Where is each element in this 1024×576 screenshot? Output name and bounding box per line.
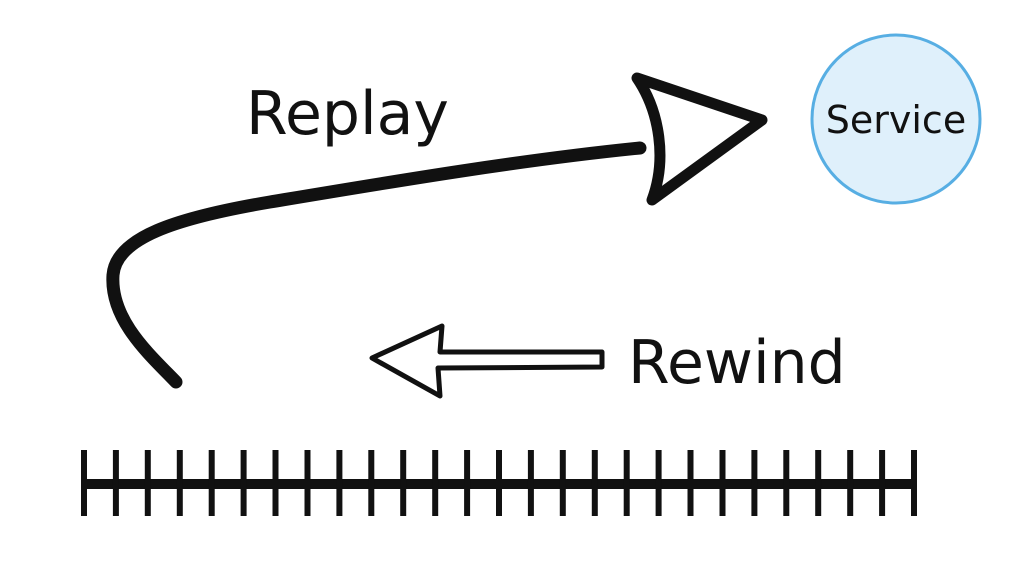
timeline [81, 450, 917, 516]
rewind-arrow [369, 323, 605, 399]
replay-label: Replay [246, 79, 449, 149]
service-label: Service [826, 98, 966, 142]
service-node [810, 33, 982, 205]
rewind-label: Rewind [628, 328, 846, 398]
replay-arrowhead [631, 72, 768, 206]
replay-arrow-shaft [106, 141, 647, 389]
